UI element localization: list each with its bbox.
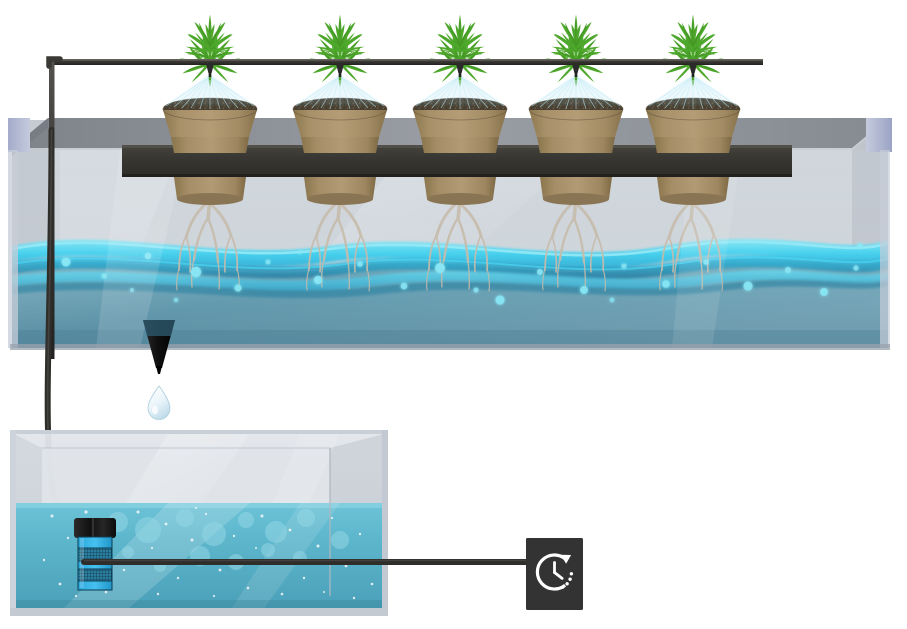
- water-droplet: [147, 385, 171, 420]
- reservoir-right-edge: [382, 430, 388, 616]
- timer-controller[interactable]: [526, 538, 583, 610]
- nutrient-reservoir: [10, 430, 388, 616]
- grow-tank-right-edge: [866, 118, 892, 152]
- reservoir-left-edge: [10, 430, 16, 616]
- drip-spray-group: [164, 74, 739, 110]
- reservoir-base: [10, 608, 388, 616]
- grow-tank-base: [10, 344, 890, 350]
- drain-nozzle: [143, 320, 175, 374]
- submersible-pump: [74, 518, 116, 591]
- power-cord: [81, 559, 533, 565]
- grow-tank-left-edge: [8, 118, 30, 152]
- reservoir-front-glass: [14, 434, 384, 614]
- reservoir-top-edge: [10, 430, 388, 434]
- timer-clock-icon: [535, 553, 574, 591]
